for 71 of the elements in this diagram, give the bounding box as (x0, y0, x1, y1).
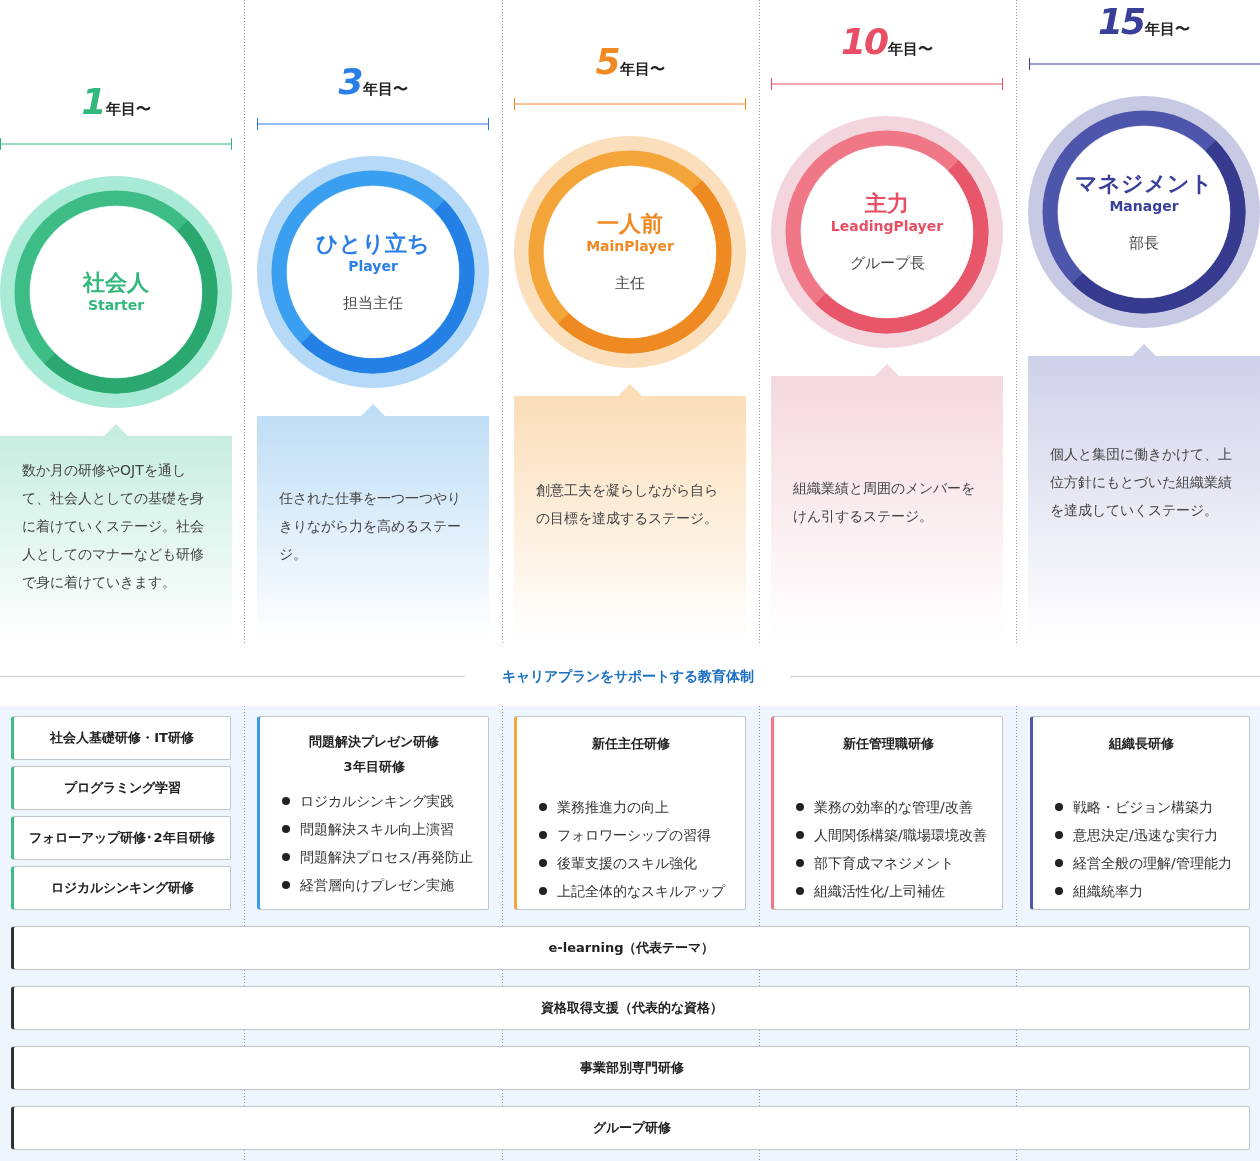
role-label: 主任 (615, 273, 645, 293)
stage-circle (771, 116, 1003, 348)
training-title: 問題解決プレゼン研修 (308, 733, 440, 751)
stage-description: 創意工夫を凝らしながら自らの目標を達成するステージ。 (536, 481, 719, 528)
training-card (11, 716, 231, 760)
training-bar (11, 926, 1250, 970)
training-card (1030, 716, 1250, 910)
stage-subtitle: Starter (87, 296, 145, 314)
year-label: 10年目〜 (839, 22, 935, 62)
bullet-item: 業務の効率的な管理/改善 (796, 793, 1002, 821)
training-title: 新任管理職研修 (841, 735, 935, 753)
bullet-item: 部下育成マネジメント (796, 849, 1002, 877)
training-name: 社会人基礎研修・IT研修 (50, 729, 194, 747)
training-name: フォローアップ研修･2年目研修 (29, 829, 215, 847)
training-card (771, 716, 1003, 910)
stage-title: 社会人 (83, 270, 149, 296)
bullet-item: ロジカルシンキング実践 (282, 787, 488, 815)
training-name: 事業部別専門研修 (579, 1059, 684, 1077)
stage-subtitle: Manager (1109, 197, 1179, 215)
bullet-item: 上記全体的なスキルアップ (539, 877, 745, 905)
role-label: グループ長 (849, 253, 925, 273)
stage-title: マネジメント (1075, 171, 1213, 197)
stage-title: 一人前 (597, 211, 663, 237)
training-title: 新任主任研修 (591, 735, 671, 753)
training-name: 資格取得支援（代表的な資格） (540, 999, 723, 1017)
bullet-item: 人間関係構築/職場環境改善 (796, 821, 1002, 849)
training-bar (11, 986, 1250, 1030)
training-card (514, 716, 746, 910)
training-title: 組織長研修 (1107, 735, 1175, 753)
training-name: プログラミング学習 (63, 779, 181, 797)
role-label: 担当主任 (343, 293, 403, 313)
bullet-item: 意思決定/迅速な実行力 (1055, 821, 1249, 849)
year-label: 5年目〜 (594, 42, 666, 82)
stage-subtitle: Player (348, 257, 398, 275)
bullet-item: フォロワーシップの習得 (539, 821, 745, 849)
year-label: 3年目〜 (337, 62, 409, 102)
training-card (11, 766, 231, 810)
bullet-item: 後輩支援のスキル強化 (539, 849, 745, 877)
bullet-item: 経営全般の理解/管理能力 (1055, 849, 1249, 877)
training-name: ロジカルシンキング研修 (50, 879, 194, 897)
stage-circle (257, 156, 489, 388)
stage-subtitle: LeadingPlayer (830, 217, 944, 235)
stage-circle (1028, 96, 1260, 328)
training-name: e-learning（代表テーマ） (548, 939, 715, 957)
stage-description: 個人と集団に働きかけて、上位方針にもとづいた組織業績を達成していくステージ。 (1050, 445, 1233, 520)
stage-description: 任された仕事を一つ一つやりきりながら力を高めるステージ。 (279, 489, 462, 564)
training-title: 3年目研修 (342, 758, 406, 776)
training-bar (11, 1106, 1250, 1150)
stage-description: 組織業績と周囲のメンバーをけん引するステージ。 (793, 479, 976, 526)
training-name: グループ研修 (592, 1119, 671, 1137)
year-label: 15年目〜 (1096, 2, 1192, 42)
stage-circle (0, 176, 232, 408)
bullet-item: 問題解決スキル向上演習 (282, 815, 488, 843)
section-heading: キャリアプランをサポートする教育体制 (500, 667, 755, 686)
stage-circle (514, 136, 746, 368)
training-card (11, 866, 231, 910)
training-card (257, 716, 489, 910)
bullet-item: 経営層向けプレゼン実施 (282, 871, 488, 899)
training-card (11, 816, 231, 860)
training-bar (11, 1046, 1250, 1090)
bullet-item: 戦略・ビジョン構築力 (1055, 793, 1249, 821)
stage-title: ひとり立ち (316, 231, 430, 257)
bullet-item: 組織統率力 (1055, 877, 1249, 905)
stage-subtitle: MainPlayer (586, 237, 674, 255)
role-label: 部長 (1129, 233, 1159, 253)
stage-description: 数か月の研修やOJTを通して、社会人としての基礎を身に着けていくステージ。社会人としてのマナーなども研修で身に着けていきます。 (22, 461, 205, 592)
year-label: 1年目〜 (80, 82, 152, 122)
stage-title: 主力 (865, 191, 909, 217)
bullet-item: 問題解決プロセス/再発防止 (282, 843, 488, 871)
bullet-item: 業務推進力の向上 (539, 793, 745, 821)
bullet-item: 組織活性化/上司補佐 (796, 877, 1002, 905)
